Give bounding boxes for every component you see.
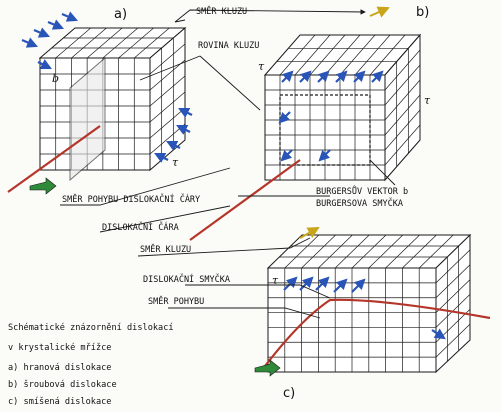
label-burgers-loop: BURGERSOVA SMYČKA — [316, 197, 403, 209]
lattice-line — [368, 234, 404, 269]
motion-arrow-a — [29, 177, 57, 195]
lattice-line — [435, 249, 471, 284]
slip-direction-arrows — [299, 6, 390, 239]
lattice-line — [118, 27, 154, 59]
label-burgers-vector: BURGERSŮV VEKTOR b — [316, 185, 408, 197]
cube-c-grid — [268, 234, 471, 372]
dislocation-line-a — [7, 125, 101, 193]
lattice-line — [435, 323, 471, 358]
legend-item-c: c) smíšená dislokace — [8, 396, 111, 407]
label-slip-direction-top: SMĚR KLUZU — [196, 5, 247, 17]
lattice-line — [384, 109, 421, 151]
leader-lines — [60, 9, 396, 319]
lattice-line — [354, 34, 391, 76]
panel-label-c: c) — [283, 386, 295, 401]
label-slip-plane: ROVINA KLUZU — [198, 41, 259, 51]
panel-label-b: b) — [416, 5, 429, 20]
lattice-line — [351, 234, 387, 269]
legend-title-line2: v krystalické mřížce — [8, 342, 111, 353]
cube-a-shear-arrows — [21, 11, 193, 163]
lattice-line — [134, 27, 170, 59]
label-motion-direction: SMĚR POHYBU — [148, 295, 204, 307]
lattice-line — [71, 27, 107, 59]
cube-b-shear-arrows — [278, 70, 384, 162]
lattice-line — [309, 34, 346, 76]
lattice-line — [301, 234, 336, 269]
motion-arrow-c — [254, 359, 281, 377]
tau-symbol-a: τ — [172, 156, 179, 169]
lattice-line — [284, 234, 320, 269]
lattice-line — [384, 49, 421, 91]
lattice-line — [339, 34, 376, 76]
lattice-line — [384, 64, 421, 106]
cube-c — [266, 233, 472, 374]
dislocation-line-c — [261, 298, 491, 371]
cube-c-shear-arrows — [283, 276, 446, 340]
dislocation-line-b — [189, 159, 301, 241]
legend-item-b: b) šroubová dislokace — [8, 379, 117, 390]
lattice-line — [318, 234, 353, 269]
label-dislocation-line: DISLOKAČNÍ ČÁRA — [102, 221, 179, 233]
cube-a — [38, 26, 187, 182]
lattice-line — [279, 34, 316, 76]
lattice-line — [149, 59, 186, 91]
label-slip-direction-c: SMĚR KLUZU — [140, 243, 191, 255]
lattice-line — [294, 34, 331, 76]
lattice-line — [86, 27, 123, 59]
label-dislocation-loop: DISLOKAČNÍ SMYČKA — [143, 273, 230, 285]
lattice-line — [324, 34, 361, 76]
motion-arrows — [29, 177, 281, 377]
lattice-line — [385, 234, 420, 269]
lattice-line — [149, 75, 186, 107]
burgers-vector-symbol-a: b — [52, 72, 59, 85]
dislocation-lines — [7, 125, 491, 371]
label-dislocation-line-motion: SMĚR POHYBU DISLOKAČNÍ ČÁRY — [62, 193, 200, 205]
lattice-line — [149, 43, 186, 75]
lattice-line — [384, 94, 421, 136]
lattice-line — [435, 264, 471, 298]
tau-symbol-b-top: τ — [258, 60, 265, 73]
lattice-line — [102, 27, 139, 59]
tau-symbol-b-side: τ — [424, 94, 431, 107]
lattice-line — [369, 34, 406, 76]
lattice-line — [55, 27, 91, 59]
lattice-line — [384, 124, 421, 166]
legend-item-a: a) hranová dislokace — [8, 363, 111, 373]
lattice-line — [418, 234, 454, 269]
lattice-line — [149, 91, 186, 123]
legend-title-line1: Schématické znázornění dislokací — [8, 322, 174, 333]
cube-b — [263, 33, 422, 182]
tau-symbol-c: τ — [272, 274, 279, 287]
lattice-line — [384, 79, 421, 121]
panel-label-a: a) — [114, 7, 127, 22]
lattice-line — [435, 279, 471, 313]
lattice-line — [402, 234, 437, 269]
lattice-line — [334, 234, 370, 269]
